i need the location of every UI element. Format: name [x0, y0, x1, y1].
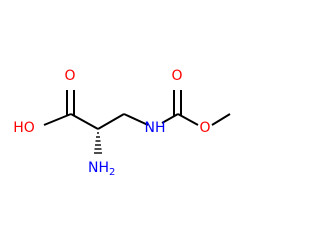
amine-label: NH2 — [88, 160, 115, 178]
ether-oxygen-label: O — [199, 120, 210, 136]
carboxyl-c-oh-bond — [43, 113, 72, 126]
ether-o-methyl-bond — [211, 113, 231, 126]
structure-canvas: O HO NH2 NH O O — [13, 68, 231, 178]
carbamate-c-ether-o-bond — [177, 113, 199, 126]
carboxyl-c-alpha-c-bond — [70, 113, 99, 130]
bonds — [43, 90, 231, 154]
hydroxyl-label: HO — [13, 120, 35, 136]
carbamate-nitrogen-label: NH — [145, 120, 166, 136]
carbonyl-oxygen-label: O — [171, 68, 182, 84]
atom-labels: O HO NH2 NH O O — [13, 68, 210, 178]
alpha-c-ch2-bond — [97, 113, 125, 130]
ch2-nh-bond — [123, 113, 149, 126]
carboxyl-oxygen-label: O — [64, 68, 75, 84]
stereo-hashed-wedge — [94, 132, 102, 154]
amine-subscript: 2 — [109, 167, 115, 178]
molecule-structure: O HO NH2 NH O O — [13, 68, 231, 178]
amine-symbol: NH — [88, 160, 109, 176]
nh-carbamate-c-bond — [161, 113, 179, 124]
